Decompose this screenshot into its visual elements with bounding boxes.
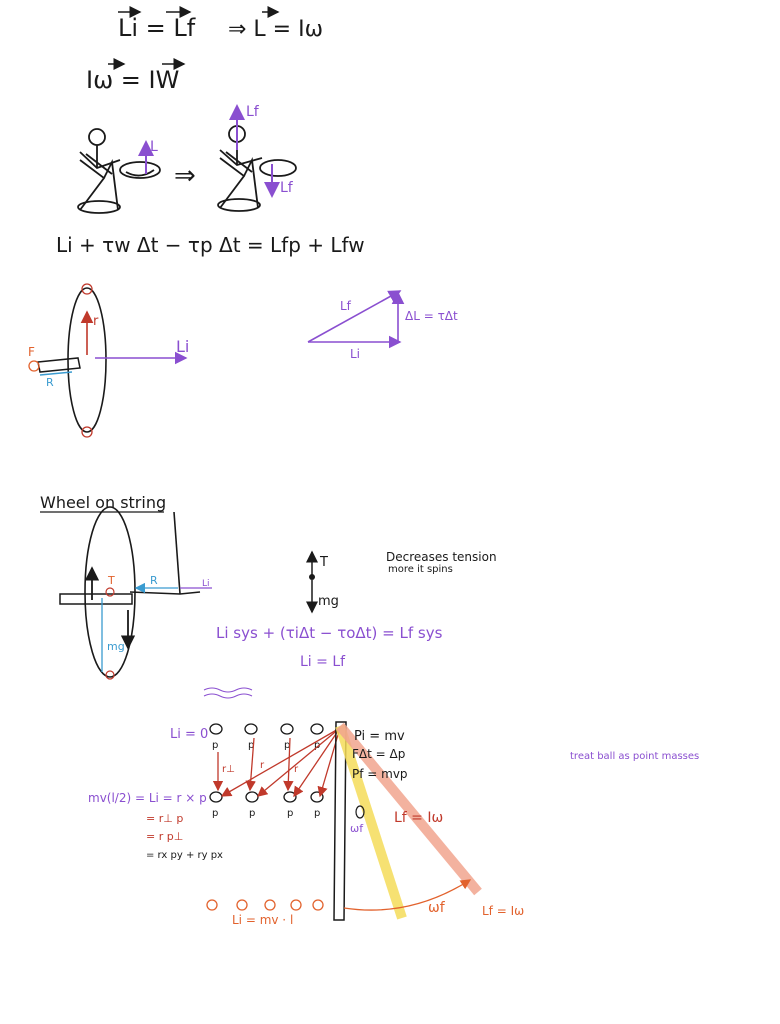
label-r-1: r xyxy=(260,760,265,771)
stick-figure-left xyxy=(77,128,161,214)
label-li-zero: Li = 0 xyxy=(170,727,208,742)
center-marker xyxy=(105,587,115,597)
label-mg-wheel: mg xyxy=(107,640,125,653)
eq-system-momentum: Li sys + (τiΔt − τoΔt) = Lf sys xyxy=(216,624,443,642)
note-more-it-spins: more it spins xyxy=(388,564,453,575)
ball-on-rod xyxy=(355,805,365,819)
label-p-top-1: p xyxy=(212,740,218,751)
label-tri-dl: ΔL = τΔt xyxy=(405,309,458,323)
fbd-label-mg: mg xyxy=(318,594,339,609)
section-conservation-equations: Li = Lf ⇒ L = Iω Iω = IW L ⇒ xyxy=(56,6,365,257)
label-p-top-2: p xyxy=(248,740,254,751)
label-r-2: r xyxy=(294,764,299,775)
eq-li-equals-lf-sys: Li = Lf xyxy=(300,654,346,670)
fbd-label-t: T xyxy=(319,555,328,570)
label-l-left: L xyxy=(150,139,158,155)
label-lf-top: Lf xyxy=(246,104,260,120)
eq-components: = rx py + ry px xyxy=(146,850,223,861)
wheel-ellipse xyxy=(67,287,107,433)
heading-wheel-on-string: Wheel on string xyxy=(40,493,166,512)
triangle-lf-vector xyxy=(307,290,402,343)
eq-torque-balance: Li + τw Δt − τp Δt = Lfp + Lfw xyxy=(56,233,365,257)
eq-fdt-dp: FΔt = Δp xyxy=(352,747,405,761)
label-li-arm: Li xyxy=(202,579,210,589)
label-lf-bottom: Lf xyxy=(280,180,294,196)
section-wheel-on-string: Wheel on string T R Li mg T mg Decreases… xyxy=(40,493,497,680)
bottom-marker xyxy=(105,670,115,680)
eq-pf-mvp: Pf = mvp xyxy=(352,767,408,781)
label-r-lever: R xyxy=(46,376,54,389)
implies-arrow: ⇒ xyxy=(174,161,196,191)
label-p-bottom-2: p xyxy=(249,808,255,819)
eq-r-p-perp: = r p⊥ xyxy=(146,830,183,843)
eq-lf-iomega-bottom: Lf = Iω xyxy=(482,904,524,918)
eq-li-equals-lf: Li = Lf xyxy=(118,14,196,42)
label-p-top-3: p xyxy=(284,740,290,751)
section-balls-on-rod: Li = 0 p p p p p p p p xyxy=(88,687,699,927)
axle xyxy=(37,357,81,373)
position-vectors xyxy=(212,727,341,798)
wheel-top-marker xyxy=(81,283,93,295)
eq-r-perp-p: = r⊥ p xyxy=(146,812,183,825)
rod xyxy=(333,721,347,921)
label-p-bottom-4: p xyxy=(314,808,320,819)
note-point-masses: treat ball as point masses xyxy=(570,751,699,762)
swing-band-salmon xyxy=(336,722,482,896)
eq-i-omega-equals-i-w: Iω = IW xyxy=(86,66,179,94)
scribble xyxy=(203,687,253,699)
eq-pi-mv: Pi = mv xyxy=(354,729,405,744)
wheel-bottom-marker xyxy=(81,426,93,438)
label-omega-f: ωf xyxy=(428,900,446,916)
label-omega-f-small: ωf xyxy=(350,822,364,835)
label-r-arm: R xyxy=(150,574,158,587)
eq-li-mvl: Li = mv · l xyxy=(232,913,293,927)
hanging-axle xyxy=(59,593,133,605)
label-tri-lf: Lf xyxy=(340,299,352,313)
label-r-perp: r⊥ xyxy=(222,764,235,775)
label-r-wheel: r xyxy=(93,314,99,329)
label-f: F xyxy=(28,345,35,359)
eq-lf-iomega: Lf = Iω xyxy=(394,810,443,826)
eq-l-equals-i-omega: ⇒ L = Iω xyxy=(228,17,323,42)
label-p-top-4: p xyxy=(314,740,320,751)
force-point-marker xyxy=(28,360,40,372)
label-p-bottom-1: p xyxy=(212,808,218,819)
string-attach xyxy=(129,591,201,595)
section-wheel-vector-triangle: r Li F R Lf Li ΔL = τΔt xyxy=(28,283,458,438)
fbd-point xyxy=(309,574,315,580)
top-balls xyxy=(209,723,324,735)
ground-balls xyxy=(206,899,324,911)
stick-figure-right xyxy=(217,125,297,212)
r-lever-arm xyxy=(39,371,73,376)
label-t-wheel: T xyxy=(107,574,115,587)
note-decreases-tension: Decreases tension xyxy=(386,550,497,564)
string-post xyxy=(173,511,181,595)
label-li-wheel: Li xyxy=(176,337,189,356)
swing-band-yellow xyxy=(335,724,407,920)
eq-angular-momentum: mv(l/2) = Li = r × p xyxy=(88,791,207,805)
swing-arc xyxy=(343,879,472,911)
label-p-bottom-3: p xyxy=(287,808,293,819)
label-tri-li: Li xyxy=(350,347,360,361)
